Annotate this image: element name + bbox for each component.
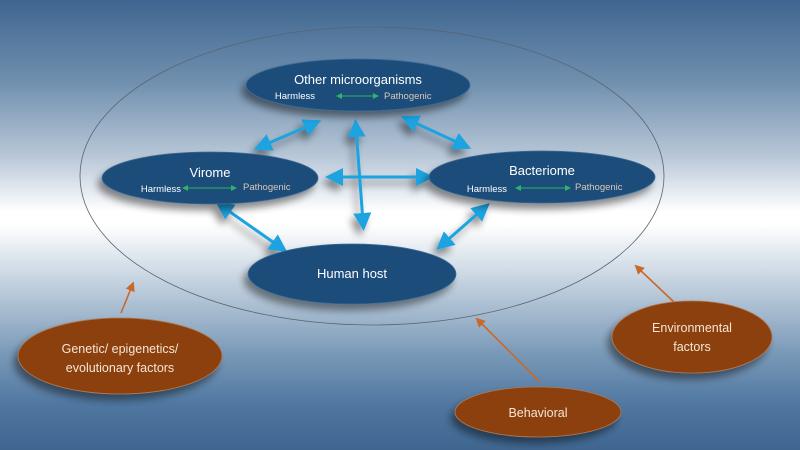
arrow-bacteriome-host bbox=[436, 203, 490, 250]
arrow-other-bacteriome bbox=[400, 115, 472, 150]
arrow-other-virome bbox=[253, 119, 322, 151]
node-bacteriome-title: Bacteriome bbox=[509, 163, 575, 178]
node-human-host[interactable] bbox=[247, 243, 457, 305]
node-virome-title: Virome bbox=[190, 165, 231, 180]
node-virome-pathogenic: Pathogenic bbox=[243, 182, 291, 193]
node-bacteriome[interactable] bbox=[428, 150, 656, 204]
factor-genetic[interactable] bbox=[17, 317, 223, 395]
arrow-behavioral-influence bbox=[475, 317, 541, 383]
arrow-virome-host bbox=[215, 201, 288, 253]
arrow-environmental-influence bbox=[634, 264, 677, 305]
interaction-arrows bbox=[215, 115, 490, 253]
enclosing-boundary bbox=[79, 26, 665, 326]
node-other-harmless: Harmless bbox=[275, 91, 315, 102]
factor-environmental-line2: factors bbox=[673, 340, 711, 354]
factor-behavioral[interactable] bbox=[454, 386, 622, 438]
factor-environmental-line1: Environmental bbox=[652, 321, 732, 335]
arrow-other-host bbox=[347, 119, 372, 231]
node-other-pathogenic: Pathogenic bbox=[384, 91, 432, 102]
factor-environmental[interactable] bbox=[611, 300, 773, 374]
factor-behavioral-line1: Behavioral bbox=[508, 406, 567, 420]
node-virome[interactable] bbox=[101, 151, 319, 205]
node-bacteriome-pathogenic: Pathogenic bbox=[575, 182, 623, 193]
node-bacteriome-harmless: Harmless bbox=[467, 184, 507, 195]
node-other-microorganisms[interactable] bbox=[245, 58, 471, 112]
factor-genetic-line2: evolutionary factors bbox=[66, 361, 174, 375]
node-virome-harmless: Harmless bbox=[141, 184, 181, 195]
node-host-title: Human host bbox=[317, 266, 387, 281]
influence-arrows bbox=[120, 264, 677, 383]
arrow-genetic-influence bbox=[120, 281, 135, 314]
node-other-title: Other microorganisms bbox=[294, 72, 422, 87]
factor-genetic-line1: Genetic/ epigenetics/ bbox=[62, 342, 179, 356]
